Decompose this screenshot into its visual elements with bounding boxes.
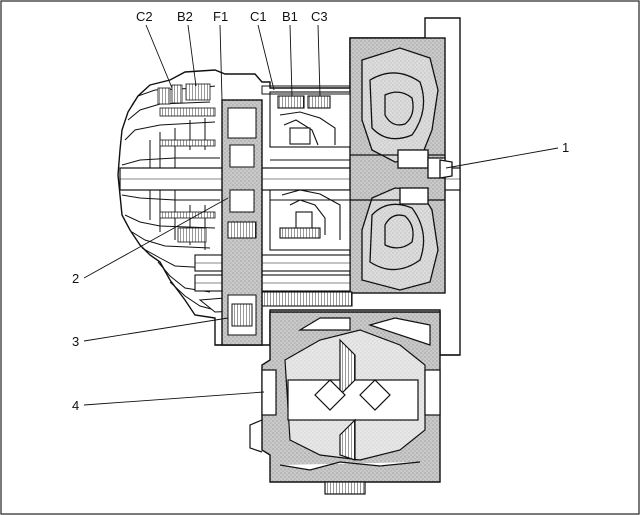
top-component-labels: C2 B2 F1 C1 B1 C3 — [136, 9, 328, 24]
callout-2: 2 — [72, 271, 79, 286]
callout-leaders — [83, 147, 559, 406]
output-gear-train — [194, 254, 353, 313]
label-c1: C1 — [250, 9, 267, 24]
center-planetary-section — [269, 91, 351, 251]
plate-stacks-left — [157, 83, 216, 243]
label-b2: B2 — [177, 9, 193, 24]
top-label-leaders — [145, 24, 321, 101]
label-b1: B1 — [282, 9, 298, 24]
label-f1: F1 — [213, 9, 228, 24]
label-c2: C2 — [136, 9, 153, 24]
callout-3: 3 — [72, 334, 79, 349]
callout-labels: 1 2 3 4 — [72, 140, 569, 413]
callout-4: 4 — [72, 398, 79, 413]
label-c3: C3 — [311, 9, 328, 24]
c1-b1-c3-housing — [261, 85, 351, 95]
callout-1: 1 — [562, 140, 569, 155]
region-4-differential — [261, 311, 441, 495]
region-2-3-column — [221, 99, 263, 346]
region-1-torque-converter — [349, 37, 453, 294]
lower-casing-outline — [215, 344, 460, 453]
